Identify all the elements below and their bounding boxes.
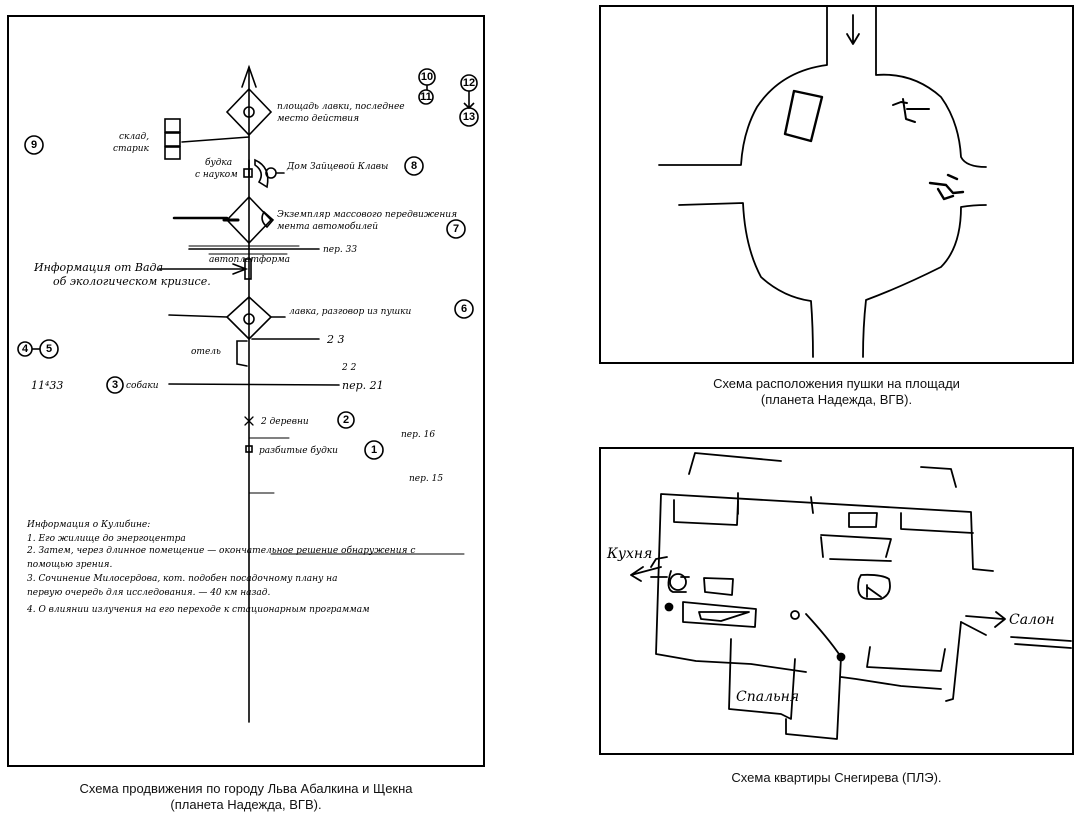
route-caption-line-1: Схема продвижения по городу Льва Абалкин…	[79, 781, 413, 796]
apartment-outline	[655, 493, 994, 702]
circled-numbers: 10 11 12 13 9 8 7 6 4 5 3 2 1	[22, 71, 475, 456]
label-shop: лавка, разговор из пушки	[289, 307, 412, 317]
circle-number-1: 1	[371, 444, 377, 456]
circle-number-7: 7	[453, 223, 459, 235]
furniture-marker	[866, 646, 946, 672]
notes-item: 2. Затем, через длинное помещение — окон…	[26, 545, 415, 556]
label-booth-2: с науком	[195, 170, 238, 180]
square-diamond-marker	[225, 87, 273, 137]
table-marker	[857, 573, 891, 600]
notes-title: Информация о Кулибине:	[26, 519, 150, 530]
label-lane-33: пер. 33	[323, 245, 357, 255]
square-caption-line-1: Схема расположения пушки на площади	[713, 376, 960, 391]
circle-number-4: 4	[22, 343, 29, 355]
label-info-left-2: об экологическом кризисе.	[53, 275, 211, 288]
circle-number-5: 5	[46, 343, 52, 355]
booth-marker	[243, 168, 253, 178]
square-center-marker	[243, 106, 255, 118]
label-info-left: Информация от Вада	[33, 261, 163, 274]
label-hall: Салон	[1009, 612, 1055, 628]
square-caption: Схема расположения пушки на площади (пла…	[599, 376, 1074, 408]
apartment-scheme-panel: Кухня Салон Спальня	[599, 447, 1074, 755]
furniture-marker	[848, 512, 878, 528]
label-ejector-2: мента автомобилей	[277, 221, 378, 232]
fixture-marker	[669, 573, 687, 591]
scribble-marker	[928, 173, 965, 201]
furniture-marker	[682, 601, 757, 628]
circle-number-3: 3	[112, 379, 118, 391]
furniture-marker	[698, 611, 750, 622]
label-broken-booths: разбитые будки	[259, 445, 338, 456]
circle-number-10: 10	[421, 71, 433, 83]
label-time: 11⁴33	[31, 379, 63, 392]
square-scheme-panel	[599, 5, 1074, 364]
label-mark-23: 2 3	[326, 333, 345, 346]
warehouse-box	[164, 132, 181, 147]
furniture-marker	[673, 499, 739, 526]
door-marker	[805, 613, 842, 658]
apartment-caption-line: Схема квартиры Снегирева (ПЛЭ).	[731, 770, 942, 785]
route-caption-line-2: (планета Надежда, ВГВ).	[170, 797, 322, 812]
label-kitchen: Кухня	[606, 546, 652, 562]
circle-number-9: 9	[31, 139, 37, 151]
square-outline	[658, 6, 987, 358]
label-booth: будка	[205, 157, 232, 168]
square-caption-line-2: (планета Надежда, ВГВ).	[760, 392, 913, 407]
fixture-marker	[664, 602, 674, 612]
route-arrow-up-icon	[241, 64, 257, 88]
wardrobe-outline	[728, 638, 842, 740]
label-hotel: отель	[191, 347, 221, 357]
kitchen-arrow-icon	[630, 556, 668, 582]
route-labels: площадь лавки, последнее место действия …	[31, 102, 457, 484]
furniture-marker	[820, 534, 892, 562]
label-lane-21: пер. 21	[342, 379, 384, 392]
fallen-marker	[244, 416, 254, 426]
circle-number-2: 2	[343, 414, 349, 426]
notes-item: помощью зрения.	[27, 560, 112, 570]
label-warehouse: склад,	[119, 132, 149, 142]
apartment-caption: Схема квартиры Снегирева (ПЛЭ).	[599, 770, 1074, 786]
notes-item: первую очередь для исследования. — 40 км…	[27, 588, 270, 598]
warehouse-box	[164, 118, 181, 133]
fixture-marker	[790, 610, 800, 620]
label-warehouse-2: старик	[113, 144, 149, 154]
route-scheme-drawing: 10 11 12 13 9 8 7 6 4 5 3 2 1 площадь ла…	[17, 64, 479, 723]
hall-underline	[1010, 636, 1072, 649]
notes-item: 4. О влиянии излучения на его переходе к…	[26, 605, 370, 615]
route-notes: Информация о Кулибине: 1. Его жилище до …	[26, 519, 415, 615]
scribble-marker	[892, 98, 930, 123]
furniture-marker	[703, 577, 734, 596]
notes-item: 3. Сочинение Милосердова, кот. подобен п…	[27, 573, 337, 584]
label-square-2: место действия	[277, 114, 359, 124]
label-fallen: 2 деревни	[260, 417, 309, 427]
label-mark-22: 2 2	[341, 363, 357, 373]
apartment-scheme-drawing: Кухня Салон Спальня	[606, 452, 1072, 740]
circle-number-8: 8	[411, 160, 417, 172]
label-autoplatform: автоплатформа	[209, 255, 290, 265]
label-ejector: Экземпляр массового передвижения	[277, 210, 457, 220]
label-dogs: собаки	[126, 380, 159, 391]
cannon-marker	[783, 89, 824, 143]
label-wardrobe: Спальня	[736, 689, 799, 705]
circle-number-13: 13	[463, 111, 475, 123]
house-marker	[254, 158, 269, 189]
hall-arrow-icon	[960, 611, 1006, 636]
arrow-down-icon	[846, 14, 860, 45]
circle-number-12: 12	[463, 77, 475, 89]
route-caption: Схема продвижения по городу Льва Абалкин…	[7, 781, 485, 813]
furniture-marker	[900, 512, 974, 534]
label-lane-16: пер. 16	[401, 430, 435, 440]
route-scheme-panel: 10 11 12 13 9 8 7 6 4 5 3 2 1 площадь ла…	[7, 15, 485, 767]
shop-diamond-marker	[225, 295, 273, 341]
circle-number-11: 11	[420, 91, 432, 103]
broken-booth-marker	[245, 445, 253, 453]
label-square: площадь лавки, последнее	[277, 102, 405, 112]
label-house: Дом Зайцевой Клавы	[286, 162, 388, 172]
square-scheme-drawing	[658, 6, 987, 358]
label-lane-15: пер. 15	[409, 474, 443, 484]
hotel-marker	[236, 340, 248, 367]
notes-item: 1. Его жилище до энергоцентра	[27, 534, 186, 544]
warehouse-box	[164, 146, 181, 160]
circle-number-6: 6	[461, 303, 467, 315]
